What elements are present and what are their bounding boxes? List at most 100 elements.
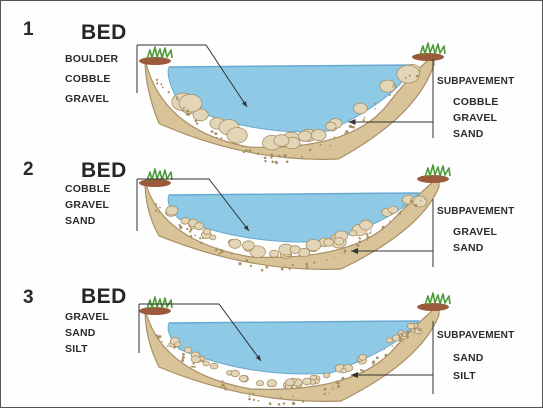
panel-2-grain: [344, 252, 345, 253]
panel-3-grain: [283, 402, 285, 404]
panel-1-grain: [243, 151, 245, 153]
panel-2-stone: [306, 239, 321, 250]
panel-2-grain: [366, 233, 369, 236]
panel-2-grain: [411, 198, 413, 200]
panel-3-grain: [401, 334, 404, 337]
panel-1-subpavement-material-2: GRAVEL: [453, 112, 497, 124]
panel-1-grain: [271, 161, 274, 164]
panel-1-bed-material-3: GRAVEL: [65, 93, 109, 105]
panel-2-grain: [306, 266, 309, 269]
panel-1-grain: [214, 133, 215, 134]
panel-1-grain: [345, 130, 348, 133]
panel-2-grain: [389, 221, 390, 222]
panel-1-grain: [257, 153, 260, 156]
panel-1-stone: [397, 65, 420, 83]
panel-1-grain: [374, 108, 375, 109]
panel-3-grain: [328, 393, 329, 394]
panel-2-grain: [292, 264, 294, 266]
panel-3-stone: [303, 378, 312, 385]
panel-2-grain: [194, 235, 196, 237]
panel-2-grain: [305, 263, 308, 266]
panel-2-grain: [159, 207, 161, 209]
panel-1-grain: [160, 83, 162, 85]
panel-1-grain: [417, 76, 419, 78]
panel-2-grain: [358, 241, 361, 244]
panel-3-stone: [203, 361, 210, 366]
panel-3-stone: [407, 323, 414, 329]
panel-3-grain: [403, 341, 404, 342]
panel-2-subpavement-material-1: GRAVEL: [453, 226, 497, 238]
panel-3-grain: [269, 403, 271, 405]
panel-3-grain: [363, 370, 364, 371]
panel-3-grain: [333, 389, 334, 390]
panel-2-bank-soil: [139, 179, 171, 187]
panel-1-grain: [183, 107, 185, 109]
panel-3-grain: [372, 361, 375, 364]
panel-3-stone: [239, 375, 247, 381]
panel-2-grain: [155, 203, 157, 205]
panel-2-grain: [265, 266, 268, 269]
panel-3-stone: [341, 369, 347, 373]
panel-1-grain: [284, 155, 286, 157]
panel-2-grain: [285, 265, 286, 266]
panel-1-grain: [405, 77, 407, 79]
panel-2-grain: [402, 205, 404, 207]
panel-3-grain: [399, 336, 402, 339]
panel-3-grain: [324, 388, 327, 391]
panel-1-grain: [216, 137, 218, 139]
panel-2-grain: [382, 226, 385, 229]
panel-2-stone: [210, 235, 216, 240]
panel-2-stone: [290, 246, 300, 254]
panel-1-grain: [211, 130, 214, 133]
panel-3-grain: [337, 382, 340, 385]
panel-1-grain: [329, 145, 331, 147]
panel-3-grain: [302, 401, 304, 403]
panel-3-bed-material-2: SAND: [65, 327, 96, 339]
panel-2-subpavement-material-2: SAND: [453, 242, 484, 254]
panel-3-stone: [231, 370, 239, 376]
panel-2-bed-title: BED: [81, 159, 127, 183]
panel-1-grain: [168, 91, 170, 93]
panel-3-grain: [280, 397, 282, 399]
panel-2-grain: [221, 250, 224, 253]
panel-1-grain: [393, 84, 395, 86]
panel-1-grain: [395, 86, 397, 88]
panel-1-bank-soil: [412, 53, 444, 61]
panel-1-bed-material-2: COBBLE: [65, 73, 111, 85]
panel-3-grain: [193, 362, 195, 364]
panel-2-grain: [334, 257, 335, 258]
panel-3-grain: [337, 385, 340, 388]
panel-2-grain: [359, 238, 361, 240]
panel-2-grain: [189, 231, 191, 233]
panel-2-stone: [242, 241, 254, 250]
panel-3-number: 3: [23, 287, 34, 309]
panel-2-grain: [281, 268, 284, 271]
panel-1-stone: [353, 103, 367, 114]
panel-1-grain: [319, 144, 321, 146]
panel-1-grain: [227, 141, 229, 143]
panel-1-grain: [334, 136, 336, 138]
panel-2-grain: [250, 265, 252, 267]
panel-1-grain: [264, 160, 266, 162]
panel-1-grain: [389, 94, 391, 96]
panel-1-grain: [215, 132, 218, 135]
panel-1-bank-soil: [139, 57, 171, 65]
panel-3-grain: [392, 345, 393, 346]
panel-2-grain: [424, 199, 425, 200]
panel-2-grain: [367, 239, 368, 240]
panel-3-grain: [181, 359, 184, 362]
panel-1-subpavement-title: SUBPAVEMENT: [437, 76, 514, 87]
panel-1-grain: [245, 149, 248, 152]
panel-2-grain: [370, 230, 371, 231]
panel-1-grain: [392, 86, 393, 87]
panel-3-grain: [157, 336, 160, 339]
panel-2-grain: [410, 200, 413, 203]
panel-3-grain: [173, 347, 175, 349]
panel-3-stone: [210, 363, 218, 369]
panel-2-stone: [195, 223, 204, 230]
panel-2-grain: [186, 228, 188, 230]
panel-3-grain: [384, 349, 385, 350]
panel-1-bed-material-1: BOULDER: [65, 53, 118, 65]
panel-3-grain: [252, 393, 254, 395]
panel-2-grain: [313, 261, 315, 263]
